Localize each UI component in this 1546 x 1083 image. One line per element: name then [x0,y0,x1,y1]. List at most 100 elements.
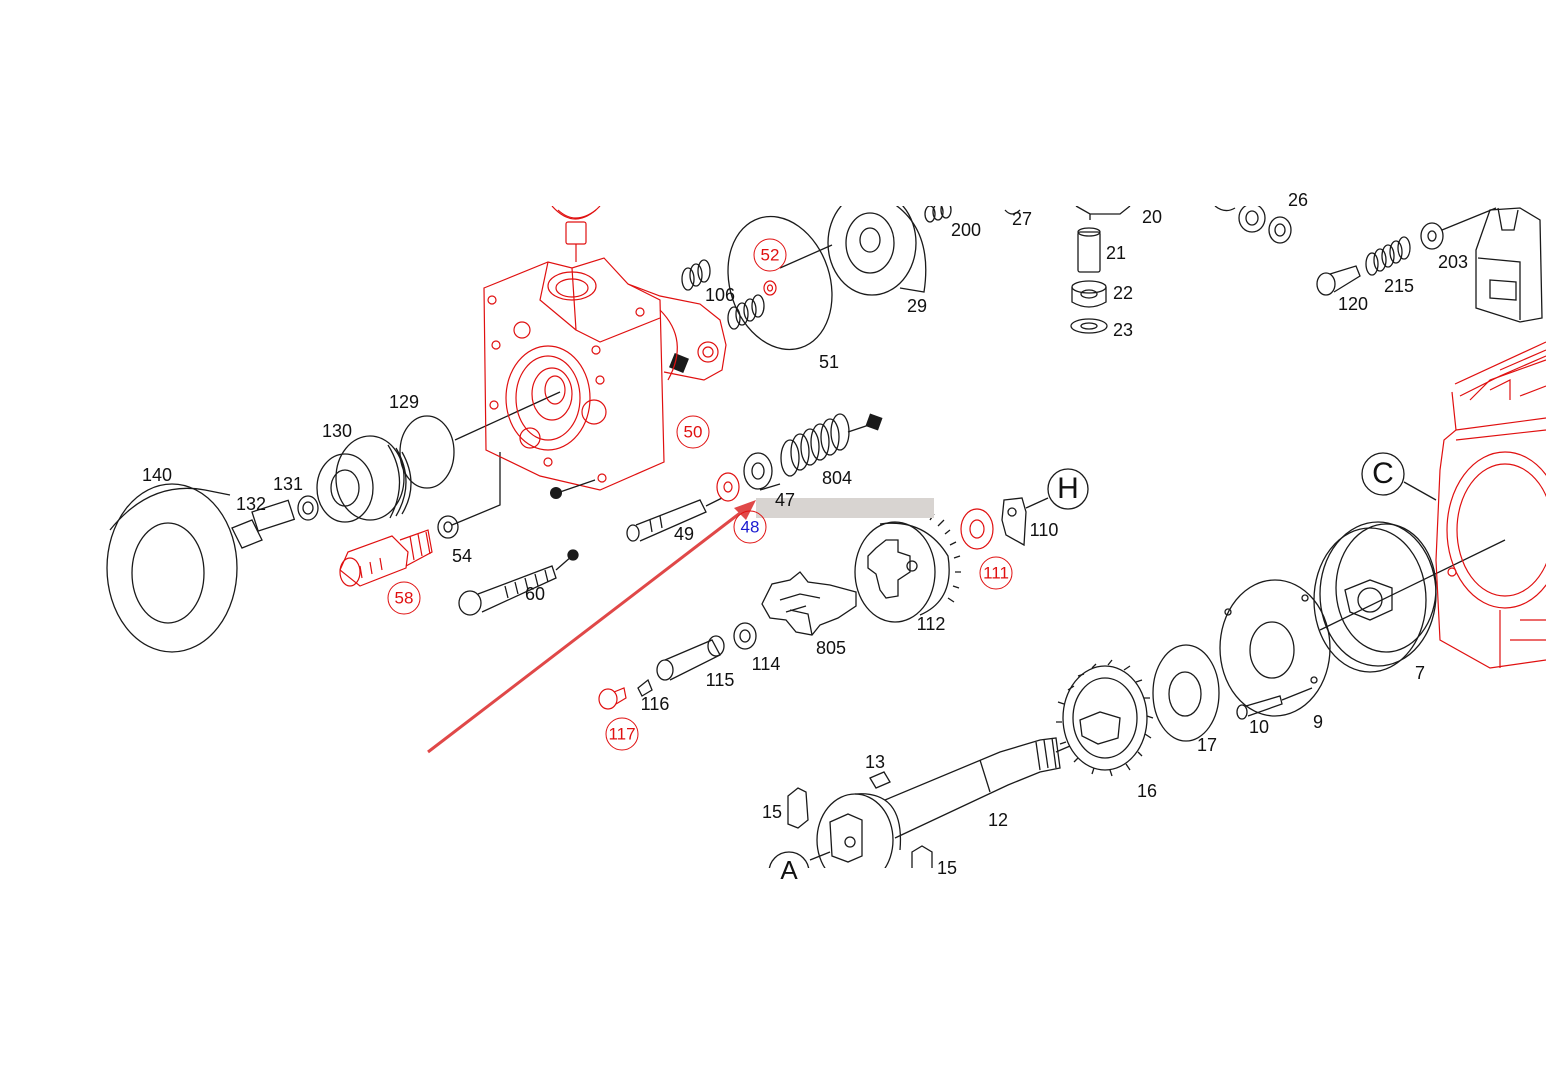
label-15-left: 15 [761,802,783,822]
label-47: 47 [774,490,796,510]
part-26-washer[interactable] [1214,203,1292,244]
label-58: 58 [387,581,421,615]
label-49: 49 [673,524,695,544]
part-48-washer[interactable] [716,472,740,502]
part-27[interactable] [1004,209,1021,215]
part-15-block-left[interactable] [787,787,809,829]
part-215-spring[interactable] [1365,236,1411,276]
label-116: 116 [640,694,670,714]
label-H: H [1057,472,1079,505]
part-116-clip[interactable] [637,678,653,697]
part-49-pin[interactable] [626,497,723,542]
part-29-disk[interactable] [779,190,927,296]
label-13: 13 [864,752,886,772]
part-16-gear[interactable] [1056,659,1154,777]
part-129-o-ring[interactable] [399,415,455,489]
label-7: 7 [1414,663,1426,683]
label-54: 54 [451,546,473,566]
part-58-fitting[interactable] [339,529,433,587]
label-A: A [780,855,798,885]
part-13-key[interactable] [869,771,891,789]
callout-H-circle [1047,468,1089,510]
label-129: 129 [388,392,420,412]
label-115: 115 [705,670,735,690]
label-120: 120 [1337,294,1369,314]
part-top-outlet[interactable] [551,205,601,262]
label-C: C [1372,457,1394,490]
redaction-box [756,498,934,518]
label-60: 60 [524,584,546,604]
part-54-washer[interactable] [437,515,459,539]
part-112-housing[interactable] [854,513,961,623]
label-12: 12 [987,810,1009,830]
bottom-clip-mask [0,868,1546,1083]
part-52-washer[interactable] [763,280,777,296]
part-12-shaft[interactable] [884,737,1071,839]
label-27: 27 [1011,209,1033,229]
label-21: 21 [1105,243,1127,263]
label-16: 16 [1136,781,1158,801]
part-pump-body-right[interactable] [1435,341,1546,669]
part-10-screw[interactable] [1236,687,1313,720]
part-132-screw[interactable] [231,499,296,549]
part-106-spring[interactable] [681,259,765,330]
label-9: 9 [1312,712,1324,732]
part-203-washer[interactable] [1420,207,1497,250]
part-117-plug[interactable] [598,687,627,710]
part-115-sleeve[interactable] [656,635,725,681]
label-131: 131 [272,474,304,494]
part-21-pin[interactable] [1077,227,1101,273]
label-20: 20 [1141,207,1163,227]
label-203: 203 [1437,252,1469,272]
label-51: 51 [818,352,840,372]
label-22: 22 [1112,283,1134,303]
label-17: 17 [1196,735,1218,755]
label-114: 114 [751,654,781,674]
part-top-right-module[interactable] [1475,207,1543,323]
label-23: 23 [1112,320,1134,340]
part-131-washer[interactable] [297,495,319,521]
part-120-pin[interactable] [1316,265,1361,296]
label-52: 52 [753,238,787,272]
part-805-lever[interactable] [761,571,857,636]
label-215: 215 [1383,276,1415,296]
label-29: 29 [906,296,928,316]
part-130-threaded-plug[interactable] [316,435,412,523]
part-17-washer[interactable] [1152,644,1220,742]
label-140: 140 [141,465,173,485]
label-117: 117 [605,717,639,751]
part-22-bushing[interactable] [1071,280,1107,308]
part-50-main-housing[interactable] [483,257,727,491]
part-23-washer[interactable] [1070,318,1108,334]
label-111: 111 [979,556,1013,590]
part-804-spring[interactable] [780,413,873,477]
part-15-block-bottom[interactable] [911,845,933,871]
label-112: 112 [916,614,946,634]
label-110: 110 [1029,520,1059,540]
part-9-plate[interactable] [1219,579,1331,717]
part-60-screw[interactable] [458,555,573,616]
part-20[interactable] [1075,205,1131,220]
top-clip-mask [0,0,1546,206]
annotation-arrow [427,500,756,754]
label-200: 200 [950,220,982,240]
label-15-bottom: 15 [936,858,958,878]
label-804: 804 [821,468,853,488]
label-132: 132 [235,494,267,514]
label-26: 26 [1287,190,1309,210]
label-805: 805 [815,638,847,658]
label-106: 106 [704,285,736,305]
part-114-washer[interactable] [733,622,757,650]
part-47-washer[interactable] [743,452,773,490]
part-111-washer[interactable] [960,508,994,550]
part-110-bracket[interactable] [1001,497,1049,547]
label-10: 10 [1248,717,1270,737]
part-7-cover[interactable] [1313,521,1506,673]
part-140-seal-ring[interactable] [106,483,238,653]
label-130: 130 [321,421,353,441]
callout-C-circle [1361,452,1405,496]
label-50: 50 [676,415,710,449]
label-48: 48 [733,510,767,544]
part-51-o-ring[interactable] [711,203,848,363]
